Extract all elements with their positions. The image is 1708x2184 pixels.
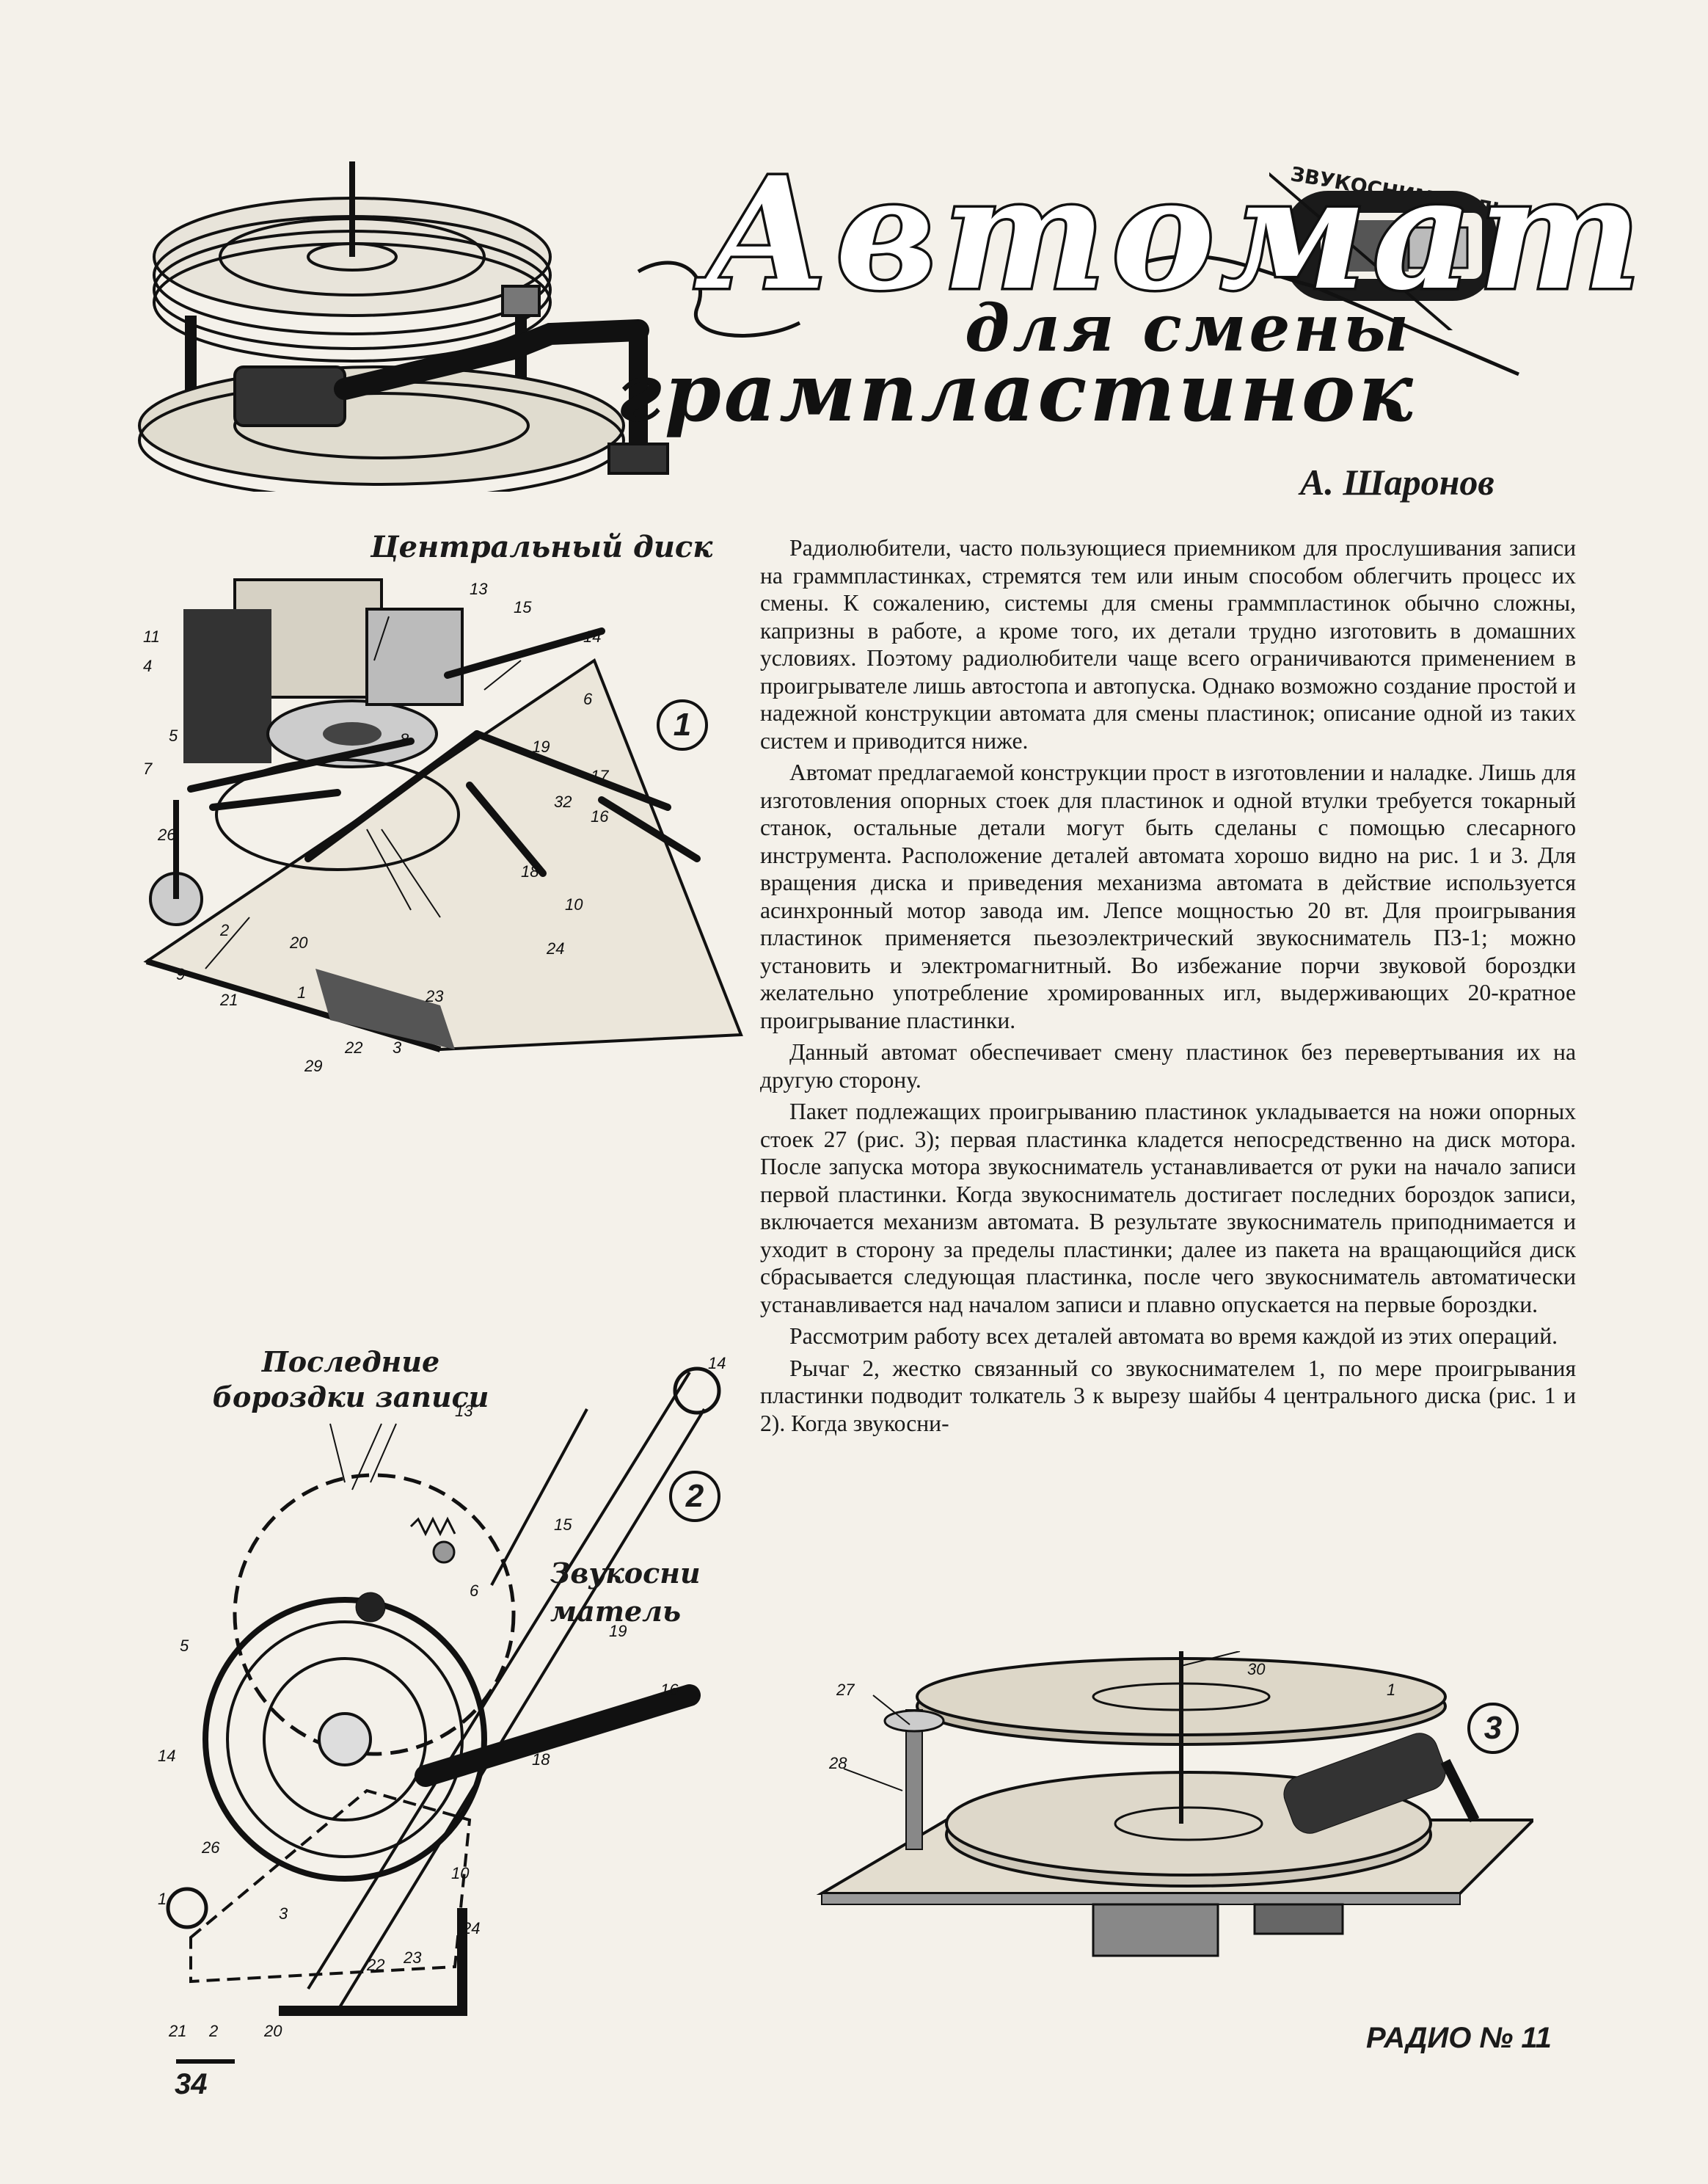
fig1-callout: 4 [143,657,152,675]
paragraph-6: Рычаг 2, жестко связанный со звукоснимат… [760,1355,1576,1436]
paragraph-3: Данный автомат обеспечивает смену пласти… [760,1039,1576,1093]
fig1-callout: 5 [169,727,178,745]
fig1-callout: 18 [521,862,539,881]
fig1-callout: 17 [591,767,609,785]
fig2-callout: 18 [532,1750,550,1769]
fig1-callout: 19 [532,738,550,756]
fig2-callout: 13 [455,1402,473,1420]
fig1-callout: 20 [289,933,308,952]
fig2-callout: 22 [366,1956,384,1974]
article-body: Радиолюбители, часто пользующиеся приемн… [760,534,1576,1437]
fig2-callout: 6 [470,1581,479,1600]
fig1-callout: 3 [393,1038,402,1057]
title-sub-1: для смены [965,290,1412,366]
fig2-callout: 5 [180,1637,189,1655]
fig3-number-badge: 3 [1467,1703,1519,1754]
paragraph-2: Автомат предлагаемой конструкции прост в… [760,760,1576,1033]
fig3-callout: 28 [828,1754,847,1772]
header-illustration [132,147,690,492]
fig2-callout: 24 [461,1919,480,1937]
fig2-label-last-grooves: Последние бороздки записи [212,1345,489,1413]
fig2-callout: 23 [403,1948,422,1967]
fig2-callout: 14 [708,1354,726,1372]
fig2-label-pickup: Звукосниматель [550,1557,701,1628]
fig3-number: 3 [1483,1710,1503,1746]
fig1-callout: 16 [591,807,609,826]
figure-3: 30 27 1 28 [814,1651,1533,1959]
figure-2: 13 14 15 6 19 16 5 14 18 26 10 1 3 24 22… [147,1306,734,2055]
fig1-callout: 6 [583,690,593,708]
fig1-callout: 13 [470,580,488,598]
fig1-callout: 8 [400,730,409,749]
fig2-callout: 21 [168,2022,186,2040]
page-number: 34 [175,2068,208,2100]
fig1-callout: 32 [554,793,572,811]
fig1-callout: 10 [565,895,583,914]
paragraph-5: Рассмотрим работу всех деталей автомата … [789,1323,1558,1349]
fig1-callout: 24 [546,939,564,958]
fig1-label-central-disk: Центральный диск [371,530,713,564]
fig1-callout: 29 [304,1057,322,1075]
fig1-callout: 11 [143,627,160,646]
fig3-callout: 1 [1387,1681,1395,1699]
fig2-callout: 10 [451,1864,470,1882]
paragraph-1: Радиолюбители, часто пользующиеся приемн… [760,535,1576,754]
fig2-callout: 26 [201,1838,220,1857]
fig3-callout: 27 [836,1681,855,1699]
fig2-callout: 1 [158,1890,167,1908]
fig3-callout: 30 [1247,1660,1266,1678]
fig2-callout: 20 [263,2022,282,2040]
fig2-callout: 15 [554,1515,572,1534]
title-sub-2: грампластинок [616,345,1416,440]
fig1-callout: 26 [157,826,176,844]
pickup-illustration [1269,147,1511,330]
footer-rule [176,2059,235,2064]
fig2-callout: 3 [279,1904,288,1923]
fig2-number: 2 [685,1478,704,1514]
fig2-callout: 19 [609,1622,627,1640]
fig1-callout: 1 [297,983,306,1002]
fig2-callout: 16 [660,1681,679,1699]
fig2-callout: 2 [208,2022,218,2040]
title-flourish [609,125,1533,404]
fig2-number-badge: 2 [669,1471,720,1522]
fig1-callout: 15 [514,598,532,616]
figure-1: 11 4 5 7 26 2 20 9 21 1 29 22 3 23 24 10… [132,565,748,1079]
fig1-number: 1 [673,707,692,743]
fig1-number-badge: 1 [657,699,708,751]
fig1-callout: 22 [344,1038,362,1057]
paragraph-4: Пакет подлежащих проигрыванию пластинок … [760,1099,1576,1317]
fig1-callout: 21 [219,991,238,1009]
title-main: Автомат [701,141,1648,327]
article-author: А. Шаронов [1300,462,1494,503]
fig1-callout: 9 [176,965,185,983]
fig2-callout: 14 [158,1747,175,1765]
fig1-callout: 2 [219,921,229,939]
fig1-callout: 23 [425,987,444,1005]
journal-name: РАДИО № 11 [1366,2022,1552,2054]
fig1-callout: 14 [583,627,601,646]
fig1-callout: 7 [143,760,153,778]
